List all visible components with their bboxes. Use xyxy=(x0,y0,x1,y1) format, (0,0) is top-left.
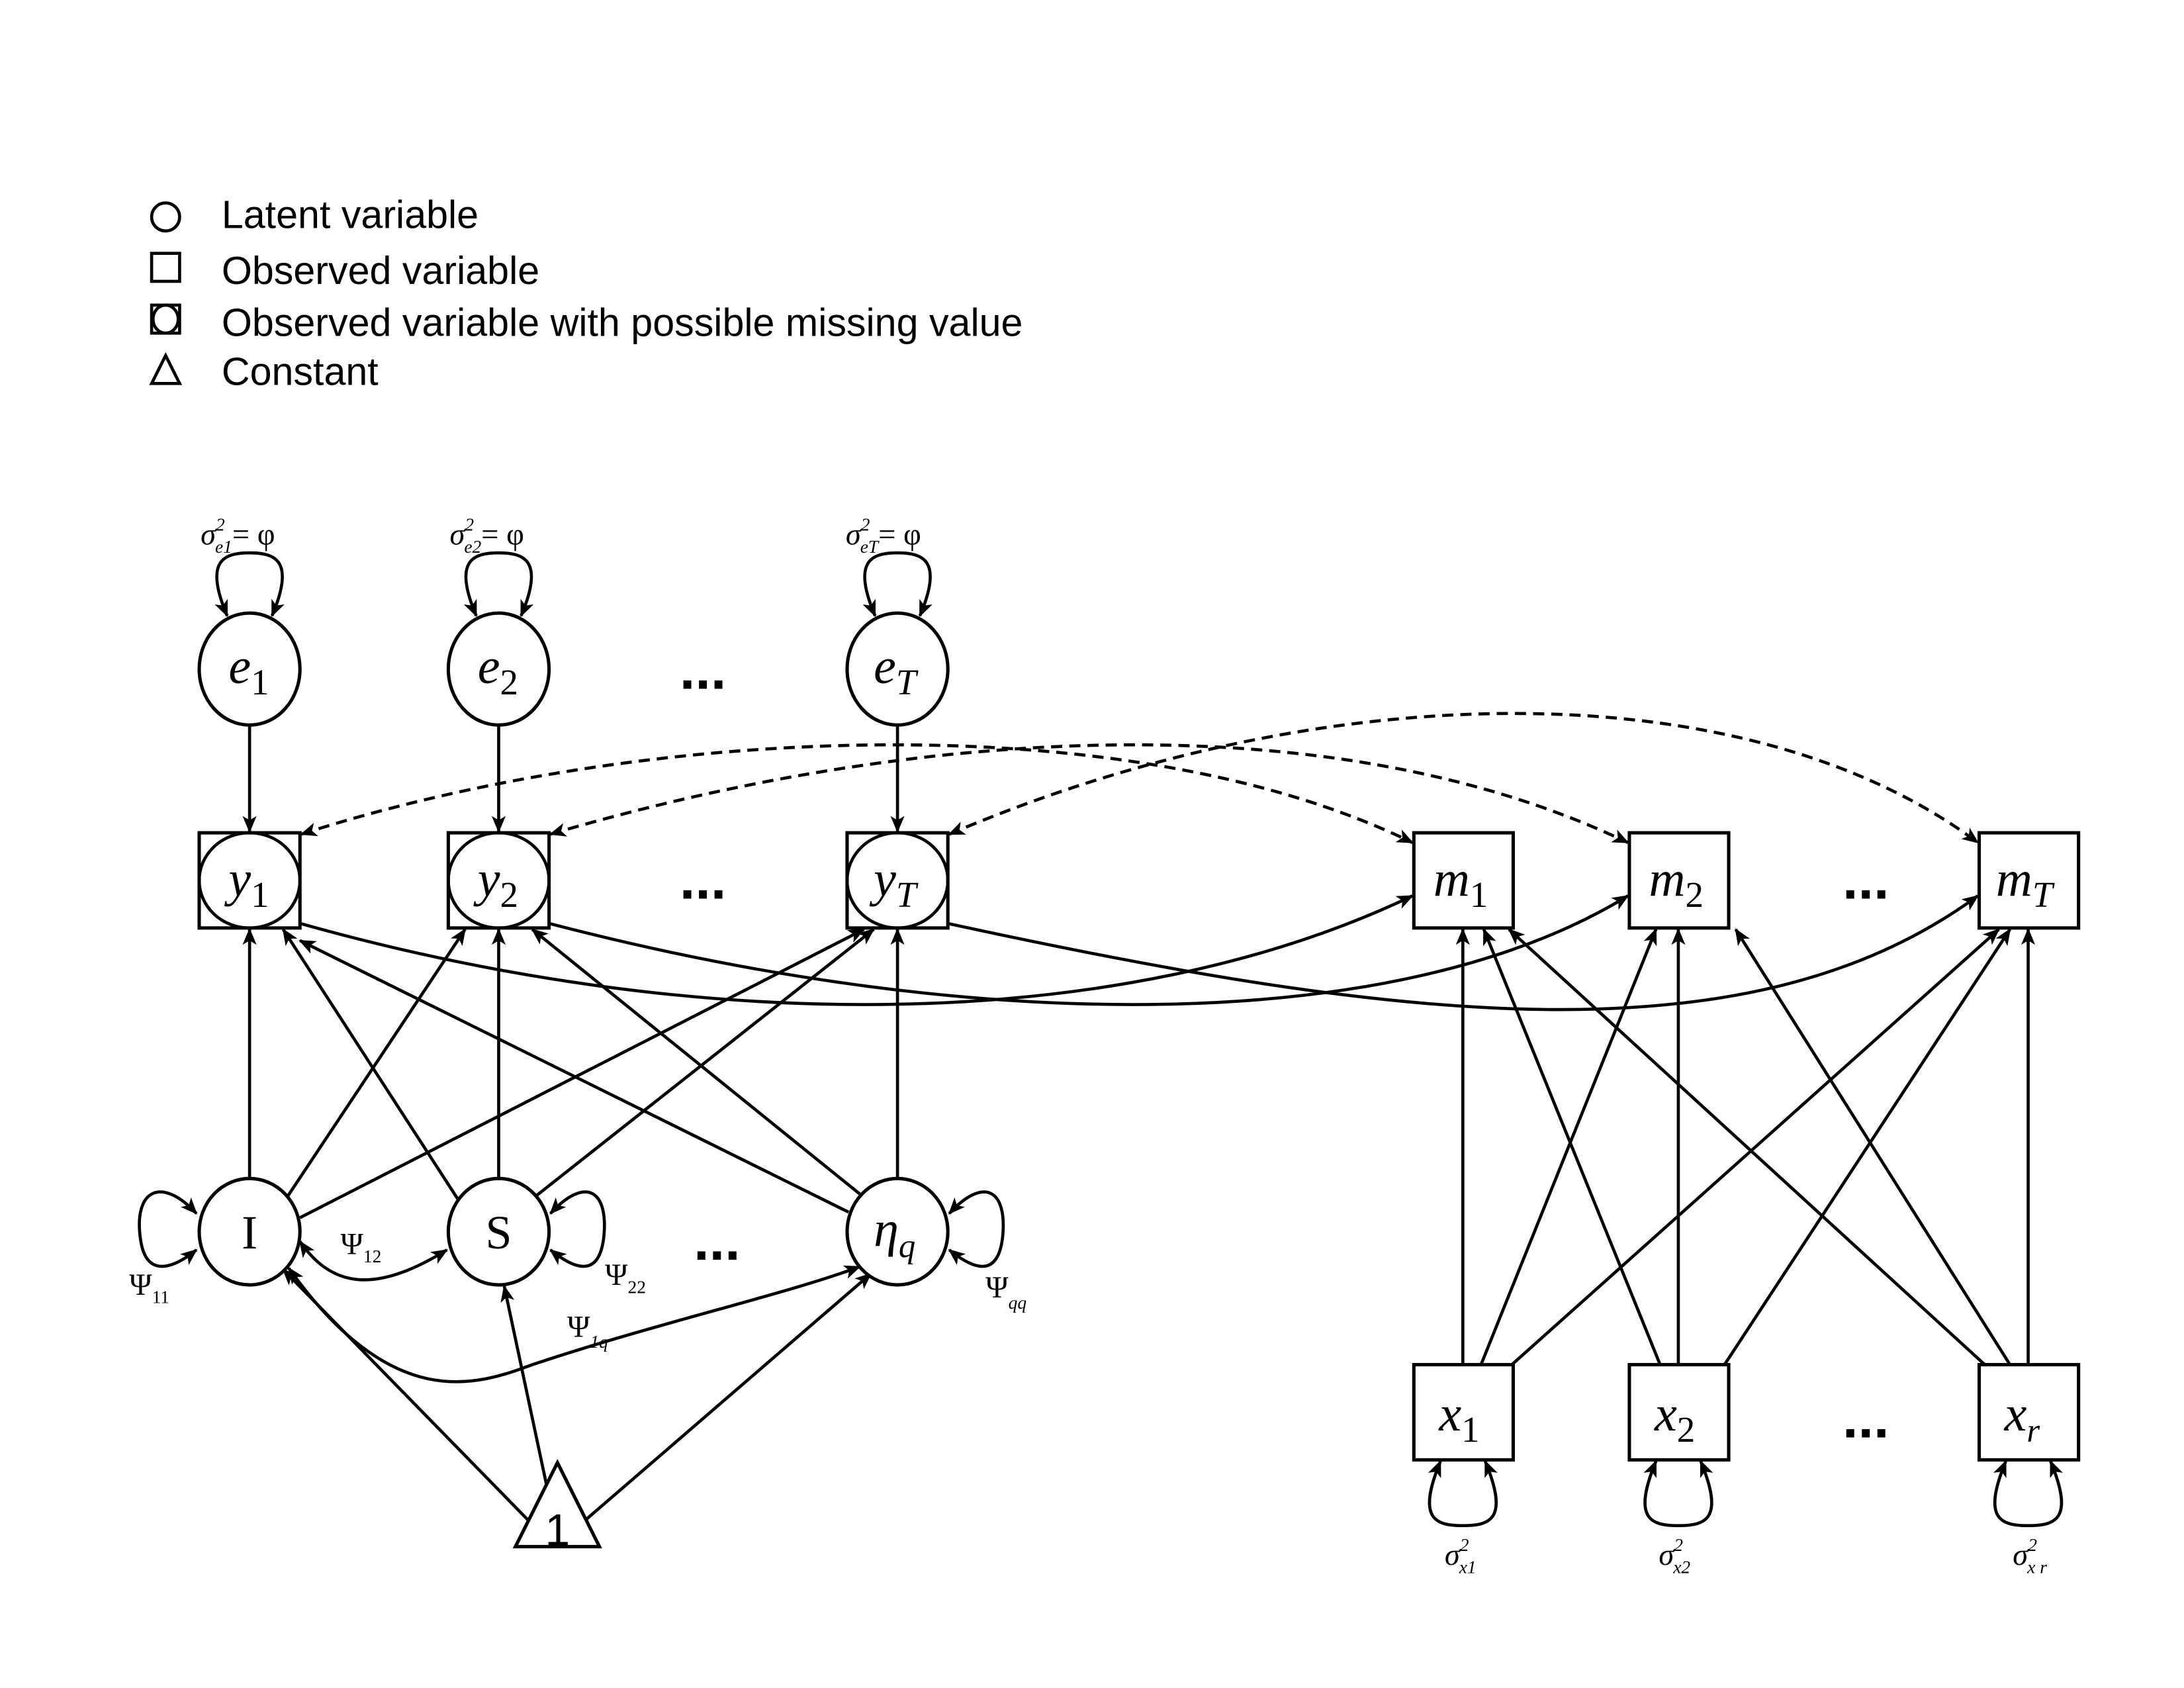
outcome-node-y2: y2 xyxy=(446,831,551,930)
edge-const-eta xyxy=(584,1272,872,1522)
dashed-edge-yT-mT xyxy=(948,712,1979,844)
psi-label-qq: Ψqq xyxy=(985,1271,1026,1313)
edge-y2-m2 xyxy=(550,894,1629,1006)
legend-item-constant: Constant xyxy=(149,349,379,393)
square-with-circle-icon xyxy=(150,303,181,335)
edge-S-yT xyxy=(534,928,875,1198)
svg-text:x2: x2 xyxy=(1654,1386,1695,1450)
edge-const-I xyxy=(282,1268,529,1521)
legend: Latent variable Observed variable Observ… xyxy=(149,193,1023,393)
error-node-eT: eT xyxy=(845,611,950,727)
svg-text:e1: e1 xyxy=(228,639,269,702)
ellipsis-errors: ... xyxy=(680,637,726,700)
edge-xr-m1 xyxy=(1508,928,1986,1366)
edge-const-S xyxy=(500,1285,548,1484)
svg-text:yT: yT xyxy=(869,851,919,915)
svg-text:y1: y1 xyxy=(224,851,269,915)
variance-loop-x1 xyxy=(1428,1460,1498,1528)
ellipsis-outcomes: ... xyxy=(680,847,726,910)
variance-loop-xr xyxy=(1993,1460,2064,1528)
latent-node-intercept: I xyxy=(197,1176,302,1287)
circle-icon xyxy=(150,201,181,233)
svg-text:m1: m1 xyxy=(1433,851,1488,915)
error-node-e1: e1 xyxy=(197,611,302,727)
variance-loop-e1 xyxy=(214,551,285,618)
variance-loop-x2 xyxy=(1643,1460,1713,1528)
outcome-node-yT: yT xyxy=(845,831,950,930)
edge-eta-y1 xyxy=(298,939,850,1214)
edge-x1-m2 xyxy=(1479,928,1658,1366)
svg-text:1: 1 xyxy=(545,1505,570,1555)
psi-label-11: Ψ11 xyxy=(129,1268,169,1307)
edge-x1-mT xyxy=(1510,928,2000,1366)
psi-label-12: Ψ12 xyxy=(341,1228,382,1267)
svg-text:m2: m2 xyxy=(1649,851,1704,915)
legend-item-latent: Latent variable xyxy=(150,193,478,237)
svg-text:mT: mT xyxy=(1996,851,2055,915)
psi-label-1q: Ψ1q xyxy=(567,1310,608,1352)
outcome-node-y1: y1 xyxy=(197,831,302,930)
legend-label: Observed variable xyxy=(222,248,539,293)
svg-text:S: S xyxy=(485,1206,512,1259)
svg-text:I: I xyxy=(242,1206,257,1259)
edge-eta-y2 xyxy=(531,928,861,1196)
variance-loop-eT xyxy=(862,551,933,618)
mediator-node-m2: m2 xyxy=(1627,831,1731,930)
svg-text:x1: x1 xyxy=(1438,1386,1479,1450)
edge-xr-m2 xyxy=(1734,928,2012,1366)
ellipsis-mediators: ... xyxy=(1843,847,1889,910)
edge-x2-m1 xyxy=(1482,928,1662,1366)
latent-node-eta-q: ηq xyxy=(845,1176,950,1287)
square-icon xyxy=(150,252,181,283)
legend-label: Latent variable xyxy=(222,193,478,237)
edge-x2-mT xyxy=(1723,928,2012,1366)
variance-loop-I xyxy=(138,1190,198,1268)
mediator-node-m1: m1 xyxy=(1412,831,1515,930)
mediator-node-mT: mT xyxy=(1978,831,2081,930)
svg-text:y2: y2 xyxy=(473,851,518,915)
variance-loop-e2 xyxy=(463,551,534,618)
svg-text:e2: e2 xyxy=(478,639,518,702)
variance-loop-eta xyxy=(948,1190,1005,1268)
svg-text:eT: eT xyxy=(874,639,919,702)
dashed-edge-y1-m1 xyxy=(300,743,1414,844)
dashed-edge-y2-m2 xyxy=(549,743,1629,844)
error-node-e2: e2 xyxy=(446,611,551,727)
edge-I-y2 xyxy=(286,928,467,1198)
legend-label: Observed variable with possible missing … xyxy=(222,300,1023,344)
variance-loop-S xyxy=(549,1190,606,1268)
legend-label: Constant xyxy=(222,349,379,393)
edge-I-yT xyxy=(299,927,866,1219)
edges xyxy=(138,551,2064,1528)
latent-node-slope: S xyxy=(446,1176,551,1287)
edge-S-y1 xyxy=(281,928,460,1201)
covariate-node-x1: x1 xyxy=(1412,1363,1515,1462)
ellipsis-covariates: ... xyxy=(1843,1387,1889,1450)
covariance-I-eta xyxy=(287,1265,861,1383)
constant-node: 1 xyxy=(512,1458,602,1555)
covariate-node-x2: x2 xyxy=(1627,1363,1731,1462)
covariate-node-xr: xr xyxy=(1978,1363,2081,1462)
ellipsis-factors: ... xyxy=(694,1209,740,1272)
legend-item-observed-missing: Observed variable with possible missing … xyxy=(150,300,1023,344)
legend-item-observed: Observed variable xyxy=(150,248,539,293)
edge-yT-mT xyxy=(948,894,1979,1011)
svg-text:ηq: ηq xyxy=(874,1201,915,1264)
psi-label-22: Ψ22 xyxy=(605,1258,646,1297)
svg-text:xr: xr xyxy=(2004,1386,2040,1449)
triangle-icon xyxy=(149,352,183,385)
